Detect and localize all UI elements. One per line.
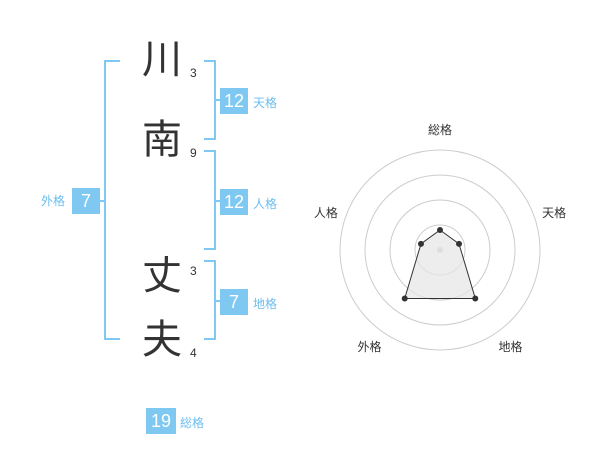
name-char-2: 南 [142, 117, 182, 163]
stroke-count-3: 3 [190, 264, 197, 278]
soukaku-label: 総格 [180, 416, 205, 430]
radar-axis-label: 人格 [314, 205, 338, 220]
soukaku-badge: 19 [146, 408, 176, 434]
radar-data-point [437, 227, 443, 233]
jinkaku-bracket-tick [214, 200, 222, 202]
radar-axis-label: 総格 [428, 122, 452, 137]
gaikaku-bracket-tick [96, 200, 106, 202]
gaikaku-badge: 7 [72, 188, 100, 214]
radar-grid-ring [364, 174, 516, 326]
stroke-count-1: 3 [190, 66, 197, 80]
radar-grid-ring [339, 149, 541, 351]
radar-data-point [456, 240, 463, 247]
radar-axis-label: 天格 [542, 205, 566, 220]
radar-grid-ring [389, 199, 491, 301]
jinkaku-label: 人格 [253, 197, 278, 211]
chikaku-bracket-tick [214, 300, 222, 302]
gaikaku-label: 外格 [41, 194, 66, 208]
jinkaku-badge: 12 [220, 189, 248, 215]
name-char-3: 丈 [142, 253, 182, 299]
radar-axis-label: 地格 [499, 339, 523, 354]
tenkaku-label: 天格 [253, 96, 278, 110]
gaikaku-bracket [104, 60, 120, 340]
radar-axis-label: 外格 [357, 339, 381, 354]
radar-data-point [417, 240, 424, 247]
name-char-4: 夫 [142, 317, 182, 363]
name-char-1: 川 [142, 37, 182, 83]
chikaku-badge: 7 [220, 289, 248, 315]
tenkaku-badge: 12 [220, 88, 248, 114]
chikaku-label: 地格 [253, 297, 278, 311]
radar-data-point [401, 295, 408, 302]
stroke-count-2: 9 [190, 146, 197, 160]
radar-data-point [472, 295, 479, 302]
radar-data-polygon [404, 229, 476, 299]
tenkaku-bracket-tick [214, 99, 222, 101]
stroke-count-4: 4 [190, 346, 197, 360]
